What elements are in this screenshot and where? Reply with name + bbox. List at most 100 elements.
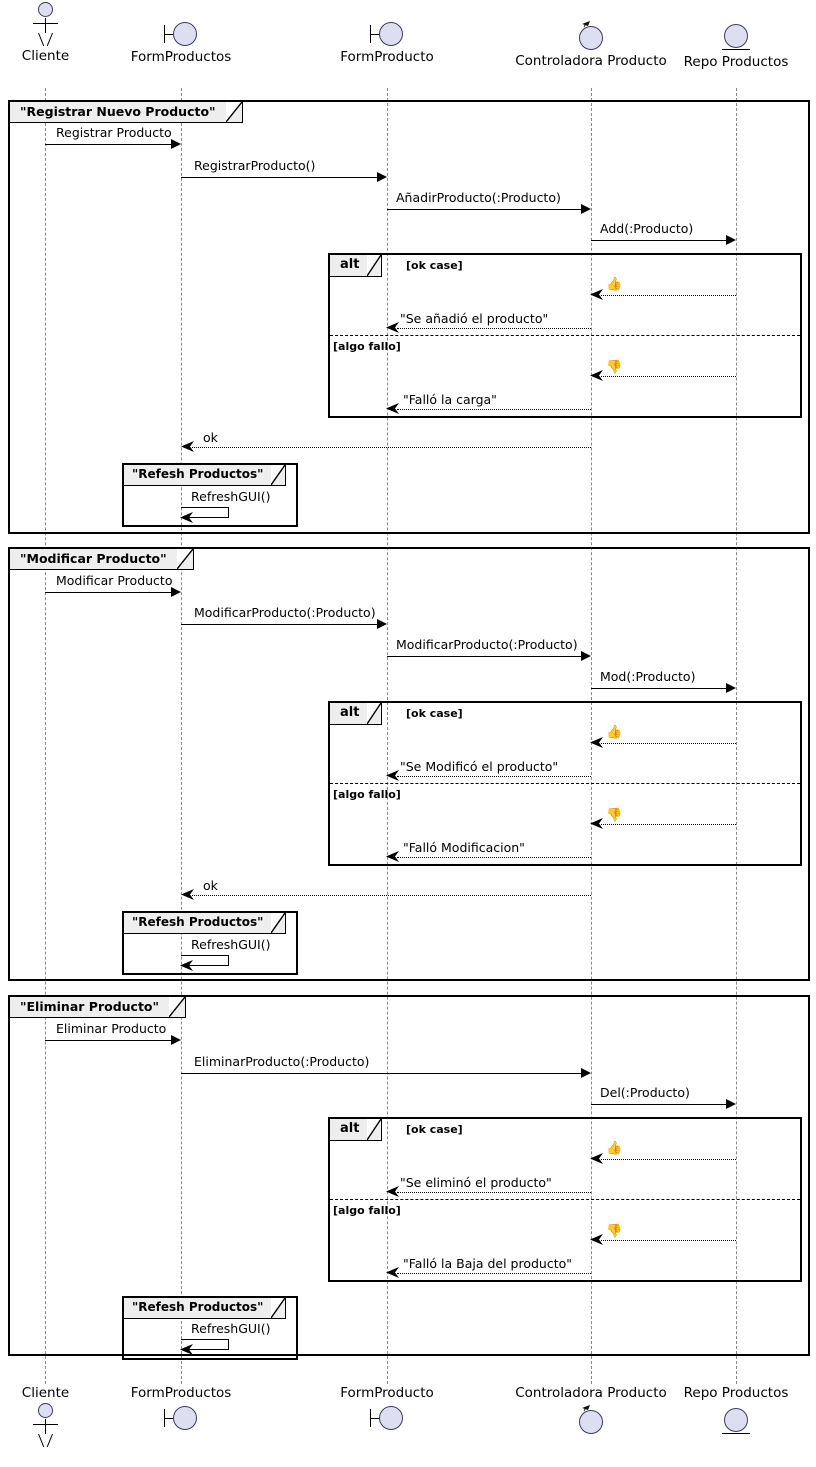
message-arrow [591,688,726,689]
message-label: "Falló la carga" [403,392,497,407]
frame-modificar-producto[interactable]: "Modificar Producto" [8,547,810,981]
frame-eliminar-producto[interactable]: "Eliminar Producto" [8,995,810,1356]
message-return-arrow [397,857,591,858]
actor-icon [29,1403,63,1449]
frame-fold-icon [271,465,286,485]
message-label: "Se añadió el producto" [400,311,549,326]
frame-label: "Registrar Nuevo Producto" [9,101,243,123]
participant-label: FormProducto [340,49,434,65]
message-label: EliminarProducto(:Producto) [194,1054,370,1069]
alt-fragment[interactable]: alt [328,1117,802,1282]
message-arrow [45,1040,171,1041]
participant-foot-controladora[interactable]: Controladora Producto [512,1385,670,1437]
thumbs-up-icon: 👍 [606,725,623,740]
frame-refesh-productos[interactable]: "Refesh Productos" [122,911,298,975]
arrowhead-open-icon [386,1267,399,1278]
arrowhead-open-icon [590,737,603,748]
frame-fold-icon [176,549,193,569]
alt-fragment[interactable]: alt [328,701,802,866]
message-arrow [387,209,581,210]
frame-label: "Refesh Productos" [123,1297,287,1319]
arrowhead-icon [581,204,591,214]
message-return-arrow [601,1240,736,1241]
message-label: ok [203,430,218,445]
alt-fold-icon [367,703,382,724]
participant-label: Controladora Producto [515,1385,667,1401]
message-return-arrow [397,776,591,777]
participant-label: FormProductos [130,49,232,65]
participant-label: Repo Productos [683,54,789,70]
arrowhead-icon [377,619,387,629]
thumbs-up-icon: 👍 [606,1141,623,1156]
frame-label-text: "Refesh Productos" [132,467,264,481]
message-arrow [181,1073,581,1074]
alt-fragment[interactable]: alt [328,253,802,418]
alt-separator [330,1199,800,1200]
arrowhead-open-icon [386,770,399,781]
alt-operator-text: alt [340,1121,360,1136]
message-arrow [591,1104,726,1105]
message-label: "Se Modificó el producto" [400,759,559,774]
alt-operator-label: alt [329,1118,383,1141]
thumbs-up-icon: 👍 [606,277,623,292]
message-arrow [45,592,171,593]
participant-foot-formproducto[interactable]: FormProducto [320,1385,454,1433]
alt-separator [330,783,800,784]
message-return-arrow [397,1273,591,1274]
lifeline-formproducto [387,88,388,1384]
control-icon [576,21,606,53]
message-arrow [181,624,377,625]
frame-label: "Modificar Producto" [9,548,194,570]
alt-guard-label: [algo fallo] [333,340,401,353]
participant-label: FormProductos [130,1385,232,1401]
alt-operator-text: alt [340,705,360,720]
alt-operator-label: alt [329,254,383,277]
arrowhead-open-icon [590,818,603,829]
participant-foot-formproductos[interactable]: FormProductos [110,1385,252,1433]
alt-operator-label: alt [329,702,383,725]
self-message-arrow [181,955,229,966]
participant-head-formproductos[interactable]: FormProductos [110,19,252,65]
entity-icon [721,22,751,54]
message-return-arrow [601,824,736,825]
arrowhead-open-icon [590,289,603,300]
alt-guard-label: [ok case] [406,259,463,272]
lifeline-controladora [591,88,592,1384]
frame-refesh-productos[interactable]: "Refesh Productos" [122,463,298,527]
arrowhead-open-icon [180,512,193,523]
arrowhead-open-icon [386,1186,399,1197]
arrowhead-icon [171,139,181,149]
message-return-arrow [192,447,591,448]
frame-registrar-nuevo-producto[interactable]: "Registrar Nuevo Producto" [8,100,810,534]
frame-label-text: "Refesh Productos" [132,1300,264,1314]
participant-head-repo[interactable]: Repo Productos [673,22,799,70]
alt-guard-label: [ok case] [406,707,463,720]
arrowhead-icon [171,587,181,597]
control-arrow-icon [582,21,590,29]
lifeline-repo [736,88,737,1384]
thumbs-down-icon: 👎 [606,1224,623,1239]
participant-head-cliente[interactable]: Cliente [0,2,91,64]
message-label: Eliminar Producto [56,1021,167,1036]
message-arrow [387,656,581,657]
frame-fold-icon [271,1298,286,1318]
frame-refesh-productos[interactable]: "Refesh Productos" [122,1296,298,1360]
thumbs-down-icon: 👎 [606,360,623,375]
alt-guard-label: [ok case] [406,1123,463,1136]
frame-label-text: "Refesh Productos" [132,915,264,929]
frame-label-text: "Eliminar Producto" [20,999,160,1014]
participant-head-controladora[interactable]: Controladora Producto [512,21,670,69]
message-return-arrow [397,1192,591,1193]
arrowhead-icon [581,651,591,661]
message-arrow [45,144,171,145]
participant-head-formproducto[interactable]: FormProducto [320,19,454,65]
participant-label: Cliente [21,1385,70,1401]
arrowhead-icon [726,683,736,693]
participant-foot-repo[interactable]: Repo Productos [673,1385,799,1438]
participant-foot-cliente[interactable]: Cliente [0,1385,91,1449]
alt-operator-text: alt [340,257,360,272]
self-message-arrow [181,1339,229,1350]
frame-fold-icon [271,913,286,933]
frame-label-text: "Modificar Producto" [20,551,167,566]
arrowhead-open-icon [180,960,193,971]
